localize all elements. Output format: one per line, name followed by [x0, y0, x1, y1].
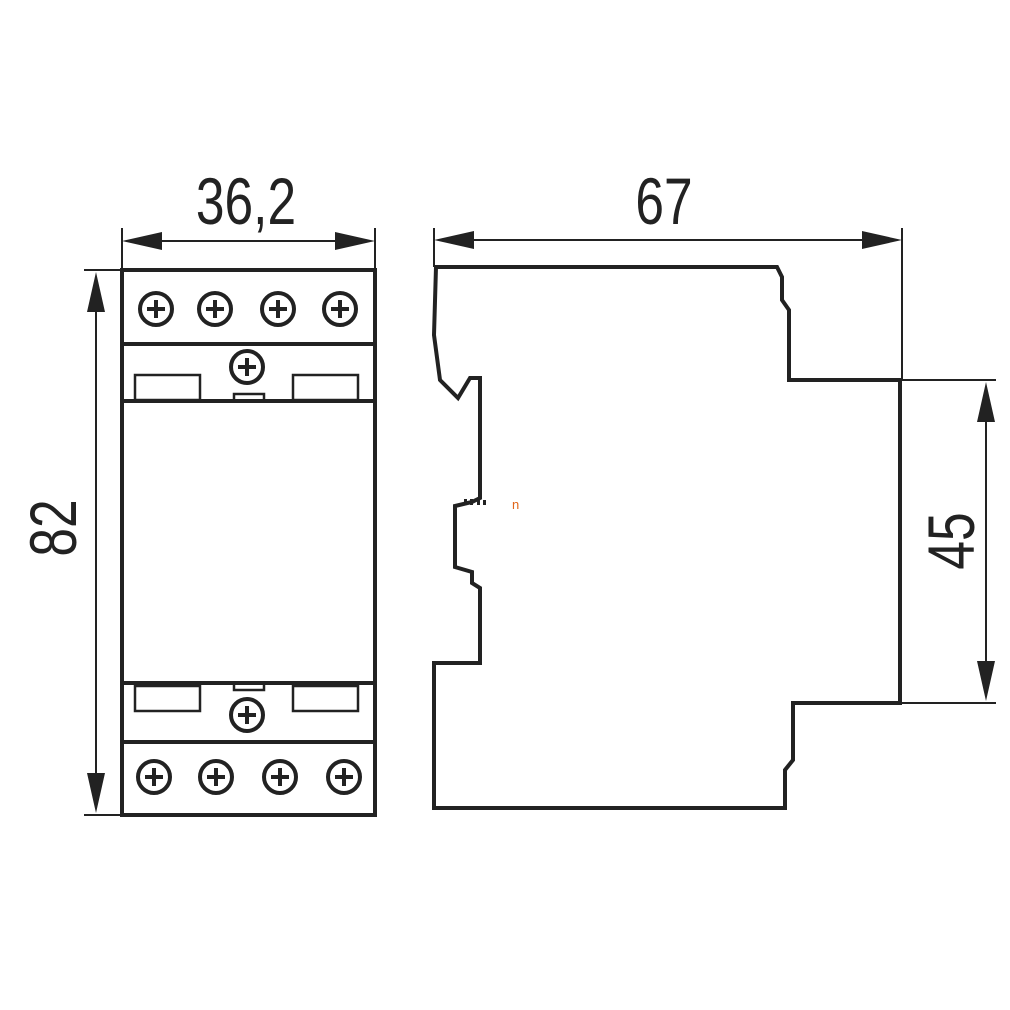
screw-icon — [136, 759, 172, 795]
screw-icon — [326, 759, 362, 795]
arrow-right-icon — [335, 232, 375, 250]
front-width-label: 36,2 — [196, 164, 296, 239]
screw-icon — [260, 291, 296, 327]
arrow-down-icon — [87, 773, 105, 813]
top-screw-tab — [232, 392, 266, 403]
side-height-label: 45 — [914, 512, 989, 569]
front-view — [120, 268, 377, 817]
stray-marker: n — [464, 497, 519, 512]
top-left-label-window — [133, 373, 202, 402]
screw-icon — [322, 291, 358, 327]
bottom-screw-tab — [232, 681, 266, 692]
side-depth-dimension: 67 — [433, 164, 903, 380]
bottom-right-label-window — [291, 684, 360, 713]
front-cover — [120, 399, 377, 685]
arrow-left-icon — [434, 231, 474, 249]
arrow-up-icon — [87, 272, 105, 312]
arrow-up-icon — [977, 382, 995, 422]
marker-text: n — [512, 497, 519, 512]
screw-icon — [198, 759, 234, 795]
side-depth-label: 67 — [635, 164, 692, 239]
bottom-left-label-window — [133, 684, 202, 713]
side-outline — [431, 265, 902, 810]
side-height-dimension: 45 — [900, 379, 996, 704]
front-height-dimension: 82 — [16, 269, 122, 816]
screw-icon — [197, 291, 233, 327]
arrow-down-icon — [977, 661, 995, 701]
front-width-dimension: 36,2 — [121, 164, 376, 270]
front-height-label: 82 — [16, 499, 91, 556]
side-view — [431, 265, 902, 810]
side-rail-edge — [432, 266, 438, 336]
screw-icon — [229, 697, 265, 733]
screw-icon — [229, 349, 265, 385]
arrow-left-icon — [122, 232, 162, 250]
top-right-label-window — [291, 373, 360, 402]
arrow-right-icon — [862, 231, 902, 249]
screw-icon — [138, 291, 174, 327]
screw-icon — [262, 759, 298, 795]
